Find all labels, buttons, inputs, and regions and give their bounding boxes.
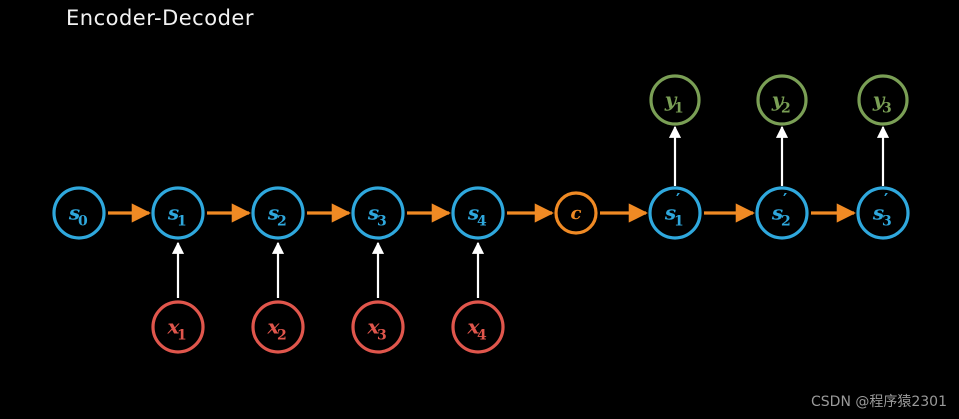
node-c[interactable]: c <box>554 191 598 235</box>
vertical-edges-group <box>171 125 890 298</box>
node-subscript-s2p: 2 <box>781 213 791 229</box>
node-subscript-s4: 4 <box>477 213 487 229</box>
node-circle-x4 <box>451 300 505 354</box>
node-circle-s2 <box>251 186 305 240</box>
node-circle-c <box>554 191 598 235</box>
node-label-s3p: s <box>872 201 884 225</box>
node-s0[interactable]: s0 <box>52 186 106 240</box>
node-subscript-s0: 0 <box>78 213 88 229</box>
csdn-watermark: CSDN @程序猿2301 <box>811 394 947 410</box>
node-label-s0: s <box>68 201 80 225</box>
node-label-s4: s <box>467 201 479 225</box>
node-s1p[interactable]: s′ 1 <box>648 186 702 240</box>
node-x4[interactable]: x4 <box>451 300 505 354</box>
node-subscript-s2: 2 <box>277 213 287 229</box>
node-label-y2: y <box>771 88 785 112</box>
node-circle-s4 <box>451 186 505 240</box>
node-circle-x3 <box>351 300 405 354</box>
node-s4[interactable]: s4 <box>451 186 505 240</box>
node-circle-x2 <box>251 300 305 354</box>
node-label-c: c <box>571 203 582 224</box>
node-s2[interactable]: s2 <box>251 186 305 240</box>
node-circle-s1p <box>648 186 702 240</box>
node-subscript-x4: 4 <box>477 327 487 343</box>
node-circle-x1 <box>151 300 205 354</box>
node-subscript-s1p: 1 <box>674 213 684 229</box>
node-label-x1: x <box>167 315 181 339</box>
node-label-y1: y <box>664 88 678 112</box>
node-circle-y1 <box>649 74 701 126</box>
node-label-s3: s <box>367 201 379 225</box>
node-y3[interactable]: y3 <box>857 74 909 126</box>
node-circle-s2p <box>755 186 809 240</box>
node-x3[interactable]: x3 <box>351 300 405 354</box>
node-circle-s3 <box>351 186 405 240</box>
node-y1[interactable]: y1 <box>649 74 701 126</box>
node-s3[interactable]: s3 <box>351 186 405 240</box>
node-circle-s1 <box>151 186 205 240</box>
node-label-y3: y <box>872 88 886 112</box>
node-label-s1: s <box>167 201 179 225</box>
node-s3p[interactable]: s′ 3 <box>856 186 910 240</box>
node-subscript-x2: 2 <box>277 327 287 343</box>
node-subscript-s3: 3 <box>377 213 387 229</box>
node-subscript-s1: 1 <box>177 213 187 229</box>
node-subscript-s3p: 3 <box>882 213 892 229</box>
node-s2p[interactable]: s′ 2 <box>755 186 809 240</box>
node-prime-s1p: ′ <box>676 190 680 209</box>
node-circle-s0 <box>52 186 106 240</box>
node-subscript-y3: 3 <box>882 100 892 116</box>
node-subscript-x3: 3 <box>377 327 387 343</box>
node-label-s2p: s <box>771 201 783 225</box>
node-subscript-y2: 2 <box>781 100 791 116</box>
node-subscript-y1: 1 <box>674 100 684 116</box>
node-y2[interactable]: y2 <box>756 74 808 126</box>
node-x2[interactable]: x2 <box>251 300 305 354</box>
node-circle-y2 <box>756 74 808 126</box>
page-title: Encoder-Decoder <box>66 6 254 30</box>
node-label-x2: x <box>267 315 281 339</box>
node-subscript-x1: 1 <box>177 327 187 343</box>
node-label-x3: x <box>367 315 381 339</box>
node-x1[interactable]: x1 <box>151 300 205 354</box>
node-label-x4: x <box>467 315 481 339</box>
node-label-s1p: s <box>664 201 676 225</box>
node-s1[interactable]: s1 <box>151 186 205 240</box>
node-prime-s2p: ′ <box>783 190 787 209</box>
node-prime-s3p: ′ <box>884 190 888 209</box>
node-circle-s3p <box>856 186 910 240</box>
node-circle-y3 <box>857 74 909 126</box>
node-label-s2: s <box>267 201 279 225</box>
